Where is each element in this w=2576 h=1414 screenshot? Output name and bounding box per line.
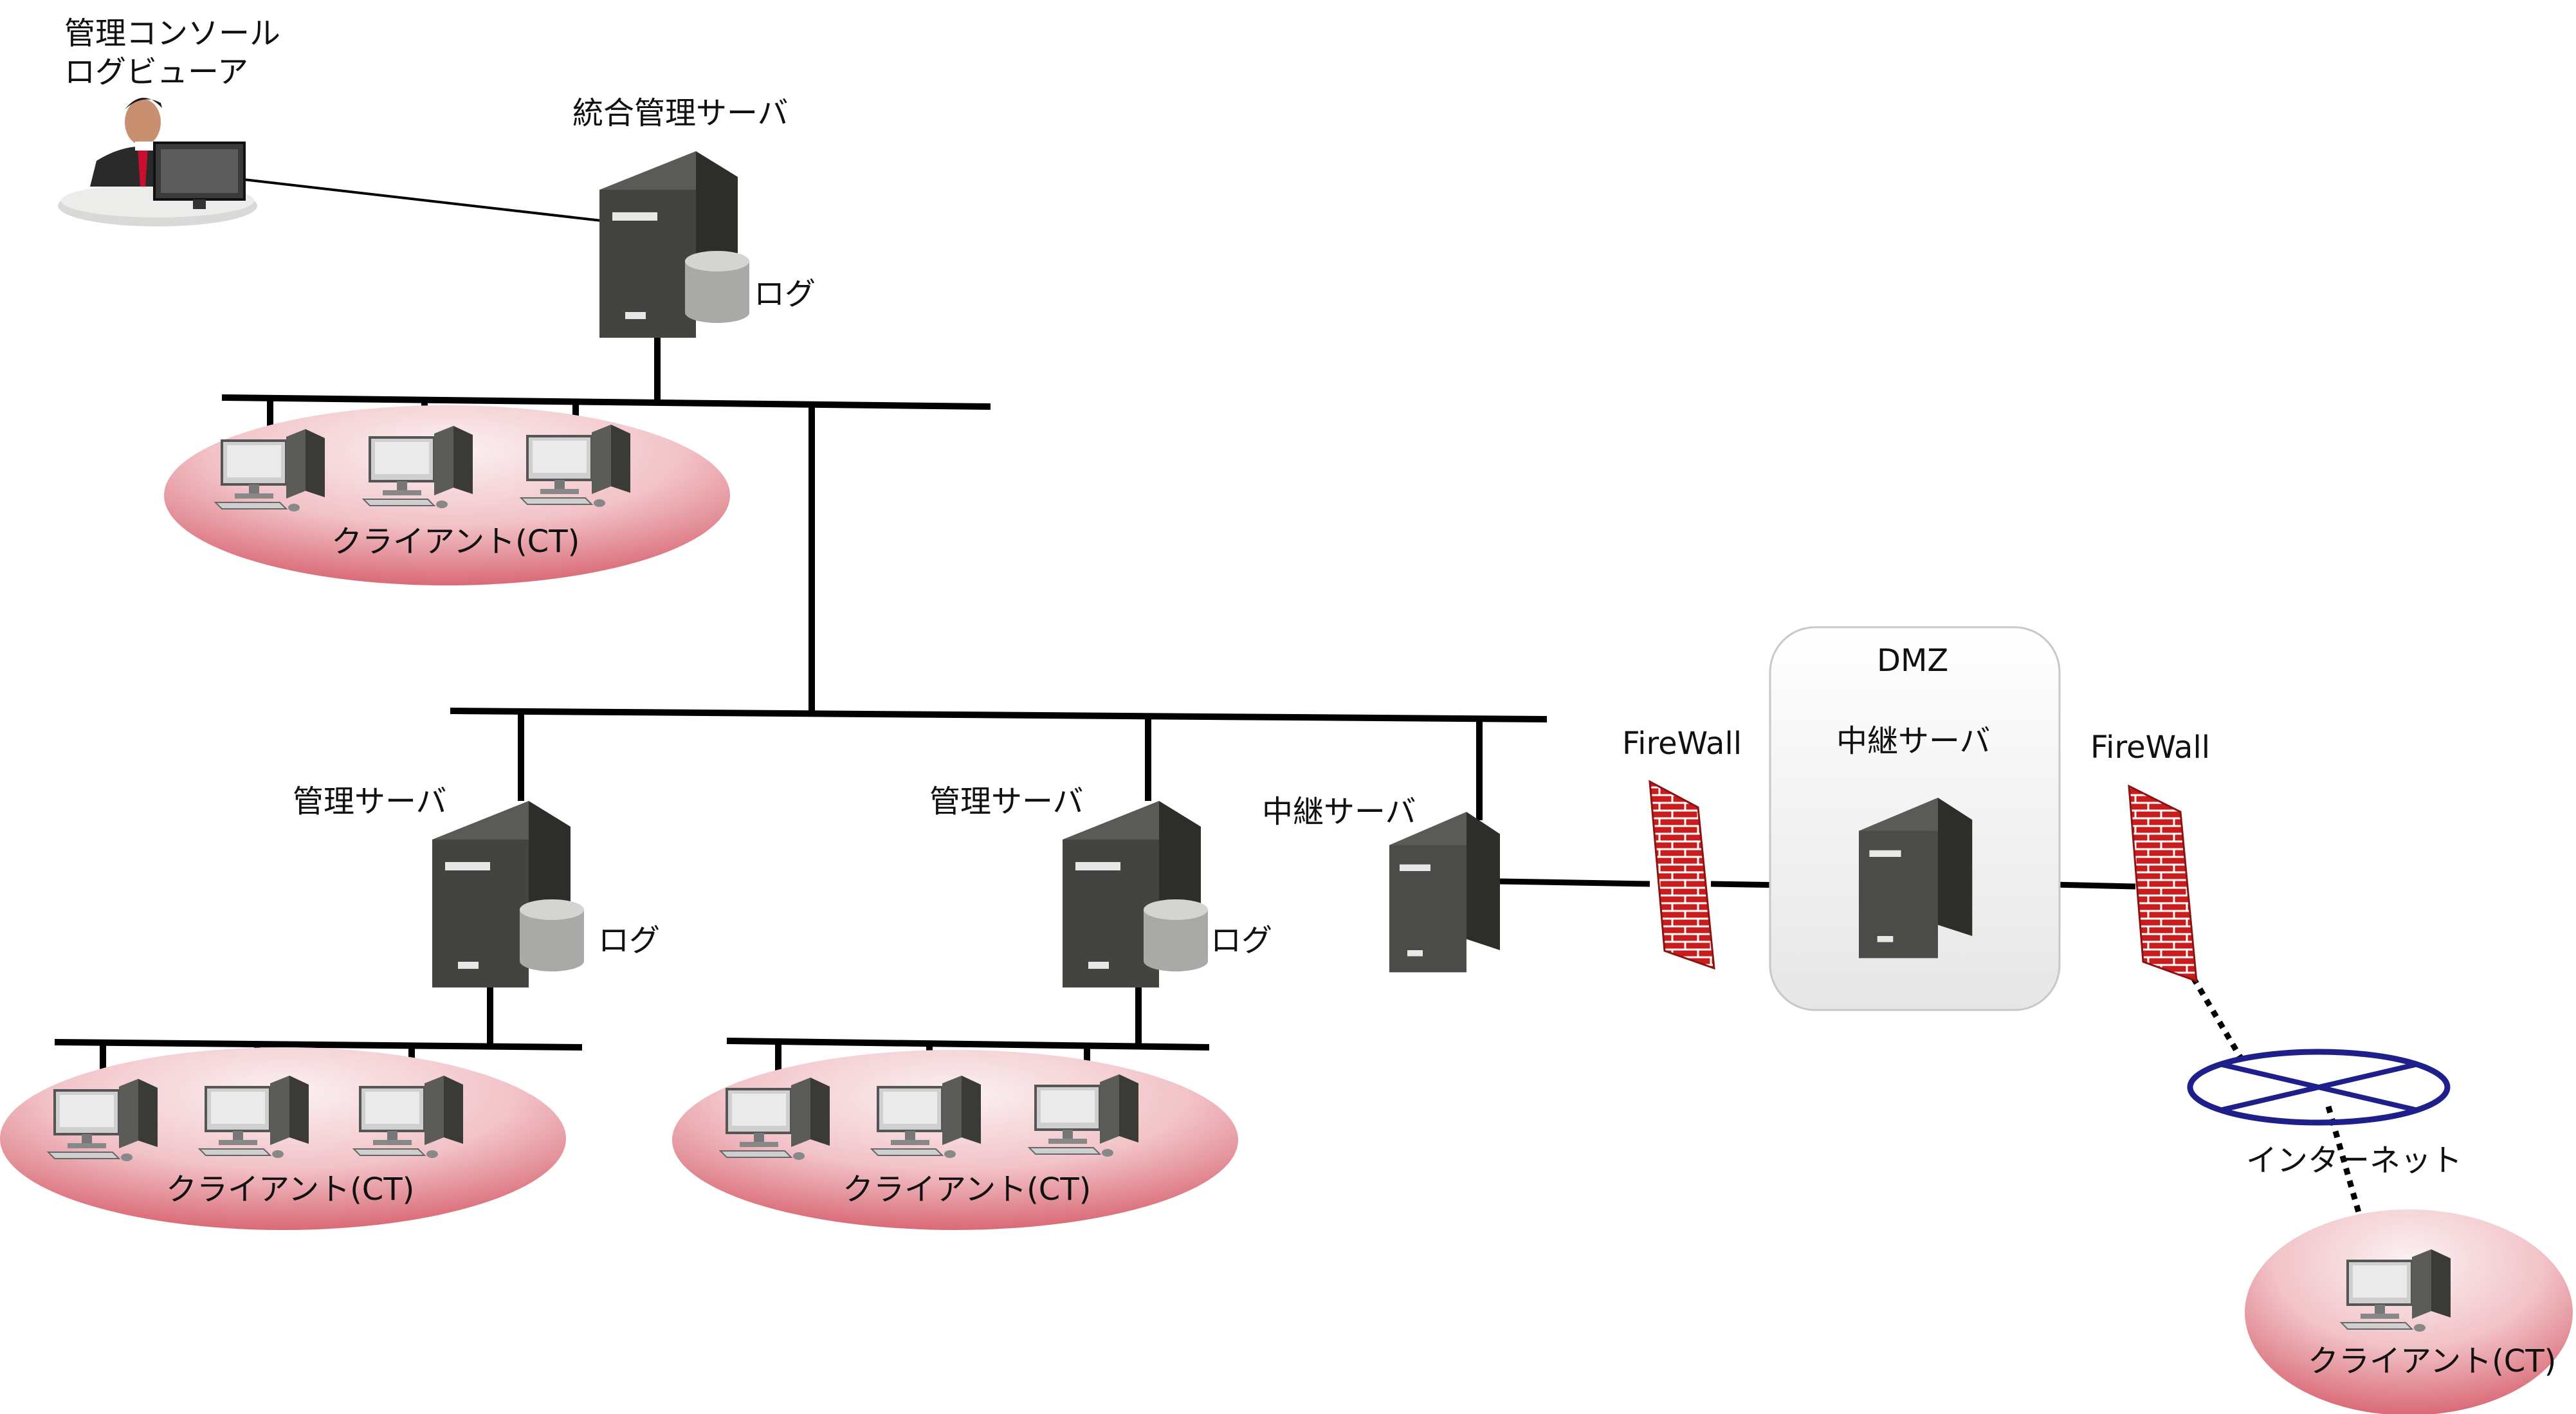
client-group-left: クライアント(CT) bbox=[0, 1047, 566, 1230]
client-group-mid: クライアント(CT) bbox=[672, 1050, 1238, 1230]
log-disk-icon bbox=[685, 251, 749, 323]
client-group-label: クライアント(CT) bbox=[331, 524, 580, 560]
dmz-label: DMZ bbox=[1877, 643, 1948, 679]
dmz-relay-server-icon bbox=[1859, 798, 1973, 959]
firewall-left-label: FireWall bbox=[1622, 726, 1742, 762]
operator-person-icon bbox=[58, 97, 257, 226]
log-label-1: ログ bbox=[598, 923, 660, 959]
left-bus bbox=[54, 1039, 583, 1051]
log-disk-icon bbox=[1144, 899, 1208, 971]
top-bus bbox=[221, 394, 991, 410]
dmz-zone: DMZ 中継サーバ bbox=[1769, 626, 2061, 1011]
client-group-label: クライアント(CT) bbox=[166, 1171, 414, 1207]
mid-bus bbox=[726, 1038, 1210, 1051]
middle-bus bbox=[450, 708, 1548, 722]
log-label-top: ログ bbox=[754, 276, 816, 312]
integrated-server-label: 統合管理サーバ bbox=[572, 95, 789, 131]
firewall-to-internet bbox=[2191, 976, 2247, 1067]
mgmt-server-1-label: 管理サーバ bbox=[293, 784, 447, 820]
client-group-label: クライアント(CT) bbox=[843, 1171, 1091, 1207]
mgmt-server-2-label: 管理サーバ bbox=[929, 784, 1084, 820]
relay-server-icon bbox=[1389, 812, 1500, 973]
brick-firewall-icon bbox=[1649, 780, 1715, 970]
client-group-top: クライアント(CT) bbox=[164, 405, 730, 585]
relay-to-firewall bbox=[1498, 878, 1650, 887]
log-disk-icon bbox=[520, 899, 584, 971]
dmz-relay-server-label: 中継サーバ bbox=[1836, 723, 1991, 759]
firewall-right-label: FireWall bbox=[2090, 730, 2210, 766]
brick-firewall-icon bbox=[2128, 784, 2198, 983]
log-label-2: ログ bbox=[1210, 923, 1272, 959]
internet-cloud-icon bbox=[2187, 1049, 2451, 1126]
console-label-line2: ログビューア bbox=[64, 54, 248, 90]
client-group-remote: クライアント(CT) bbox=[2245, 1209, 2573, 1414]
internet-to-client bbox=[2325, 1105, 2377, 1265]
internet-label: インターネット bbox=[2246, 1143, 2462, 1179]
client-group-label: クライアント(CT) bbox=[2308, 1343, 2556, 1379]
console-label-line1: 管理コンソール bbox=[64, 15, 280, 51]
console-label: 管理コンソール ログビューア bbox=[64, 15, 280, 90]
relay-server-label: 中継サーバ bbox=[1262, 794, 1416, 830]
console-link bbox=[237, 178, 602, 222]
